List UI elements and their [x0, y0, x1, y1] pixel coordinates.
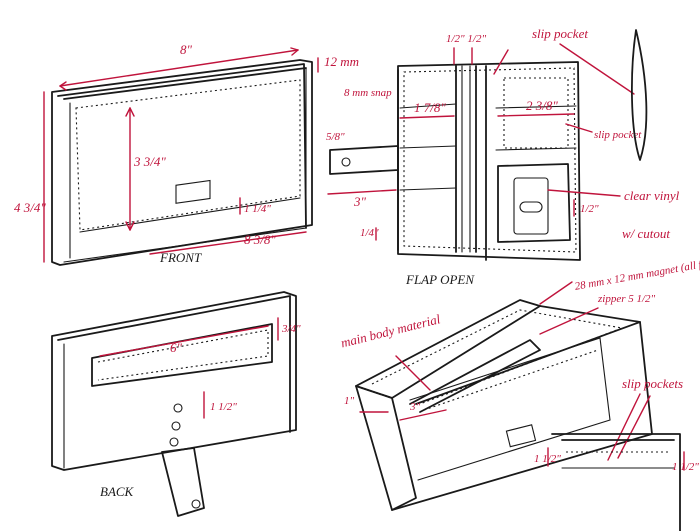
back-pocket-dim: 6" [170, 340, 183, 355]
back-side-dim: 3/4" [281, 323, 301, 335]
flap-quarter-dim: 1/4" [360, 227, 379, 239]
slip-pockets-inset [547, 433, 685, 531]
gusset-top-dim: 1/2" 1/2" [446, 33, 486, 45]
pocket-width-dim: 2 3/8" [526, 98, 558, 113]
snap-note: 8 mm snap [344, 87, 392, 99]
front-tab-dim: 1 1/4" [244, 203, 271, 215]
front-view [43, 47, 319, 266]
zipper-note: zipper 5 1/2" [597, 293, 656, 305]
inside-1-dim: 1" [344, 395, 355, 407]
side-profile [631, 29, 648, 161]
flap-tab-dim: 5/8" [326, 131, 345, 143]
slip-pocket-top-note: slip pocket [532, 26, 588, 41]
slip-1-1-2-dim: 1 1/2" [534, 453, 561, 465]
main-body-note: main body material [339, 311, 442, 350]
slip-half-dim: 1/2" [580, 203, 599, 215]
front-bottom-dim: 8 3/8" [244, 232, 276, 247]
slip-side-dim: 1 1/2" [672, 461, 699, 473]
front-view-label: FRONT [159, 250, 202, 265]
slip-pockets-note: slip pockets [622, 376, 683, 391]
front-thickness-dim: 12 mm [324, 54, 359, 69]
clear-vinyl-note: clear vinyl [624, 188, 680, 203]
slip-pocket-side-note: slip pocket [594, 129, 642, 141]
front-width-dim: 8" [180, 42, 193, 57]
interior-view [355, 299, 653, 511]
back-view-label: BACK [100, 484, 135, 499]
inside-3-dim: 3" [409, 401, 421, 413]
flap-open-label: FLAP OPEN [405, 272, 475, 287]
magnet-note: 28 mm x 12 mm magnet (all four corners) [574, 249, 700, 293]
flap-open-view [327, 47, 581, 261]
card-width-dim: 1 7/8" [414, 100, 446, 115]
back-strap-dim: 1 1/2" [210, 401, 237, 413]
flap-3-dim: 3" [353, 194, 367, 209]
front-height-dim: 4 3/4" [14, 200, 46, 215]
front-inner-height-dim: 3 3/4" [133, 154, 166, 169]
cutout-note: w/ cutout [622, 226, 670, 241]
back-view [51, 291, 297, 517]
